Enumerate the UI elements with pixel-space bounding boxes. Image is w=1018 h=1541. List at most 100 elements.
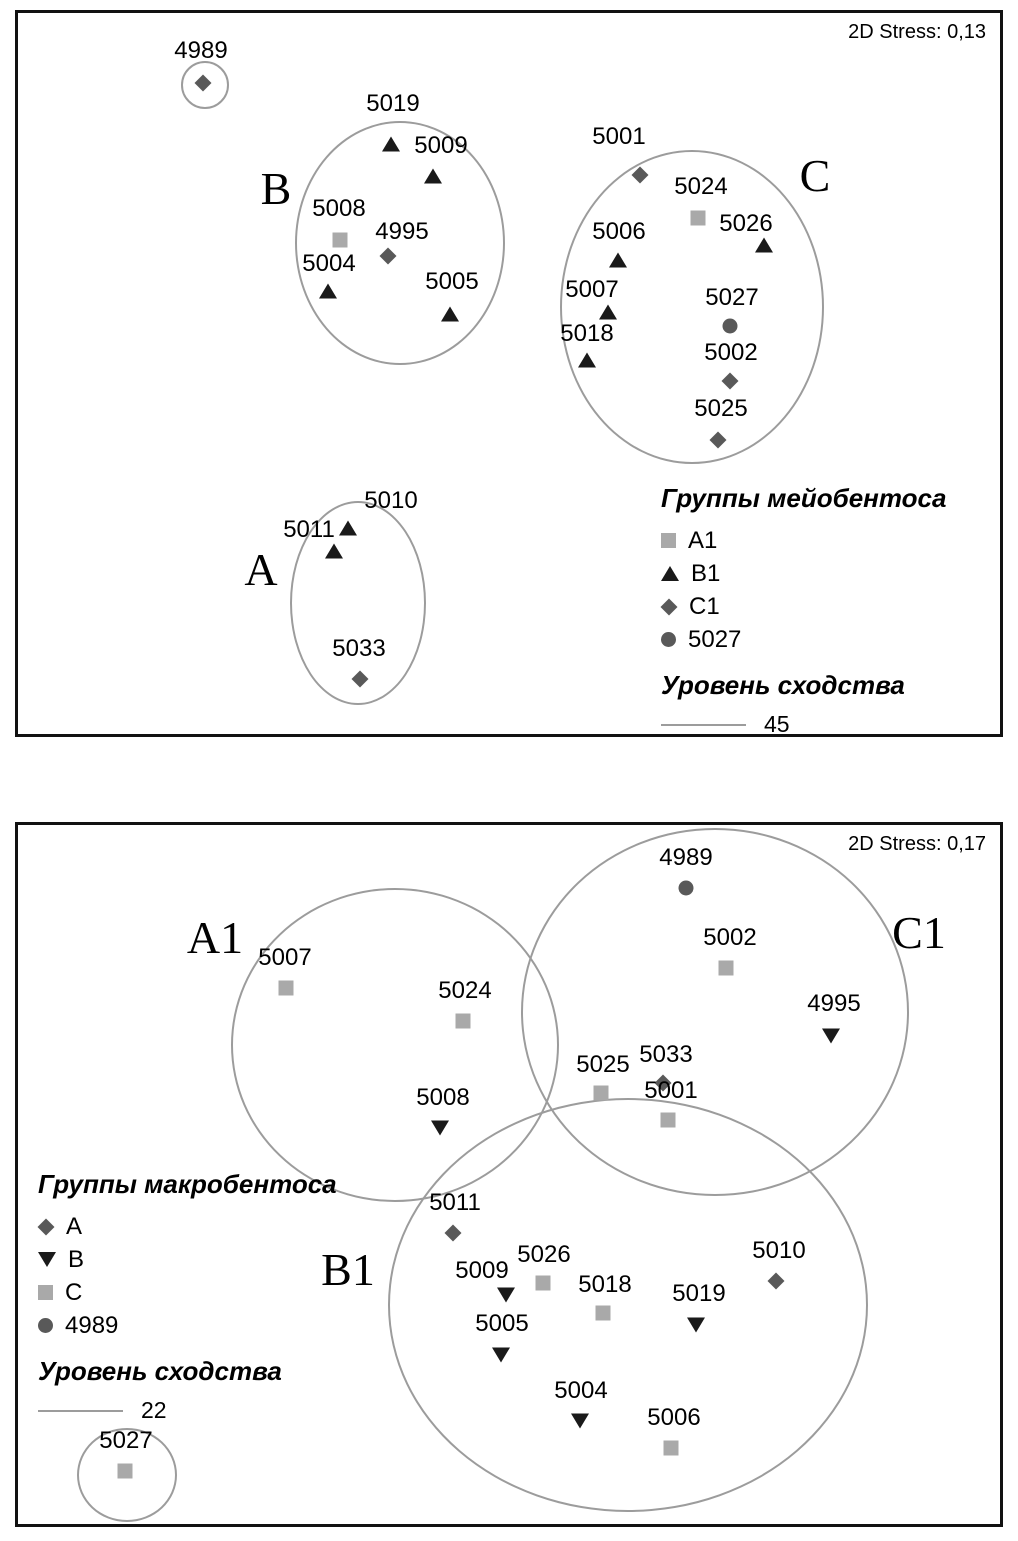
point-5010-triangle-up-icon (339, 520, 357, 536)
point-label-4989: 4989 (659, 844, 713, 871)
cluster-label-b: B (260, 163, 292, 214)
point-5004-triangle-up-icon (319, 283, 337, 299)
diamond-icon (660, 598, 678, 615)
point-5001-square-icon (660, 1112, 676, 1128)
point-label-5019: 5019 (672, 1280, 726, 1307)
cluster-label-a1: A1 (186, 912, 244, 963)
cluster-label-a: A (244, 544, 278, 595)
point-label-5019: 5019 (366, 90, 420, 117)
point-5006-triangle-up-icon (609, 252, 627, 268)
legend-item-label: C1 (689, 592, 720, 620)
similarity-row: 45 (661, 711, 946, 737)
point-label-5011: 5011 (429, 1189, 481, 1216)
point-5011-triangle-up-icon (325, 543, 343, 559)
point-4989-circle-icon (678, 880, 694, 896)
point-5008-square-icon (332, 232, 348, 248)
point-5024-square-icon (455, 1013, 471, 1029)
point-label-5010: 5010 (364, 487, 418, 514)
point-5006-square-icon (663, 1440, 679, 1456)
legend-title: Группы макробентоса (38, 1169, 337, 1199)
point-5024-square-icon (690, 210, 706, 226)
point-label-5024: 5024 (438, 977, 492, 1004)
legend-item-label: B1 (691, 559, 721, 587)
point-label-4989: 4989 (174, 37, 228, 64)
legend-item-c: C (38, 1276, 337, 1309)
point-label-5010: 5010 (752, 1237, 806, 1264)
point-label-5011: 5011 (283, 516, 335, 543)
legend-item-label: 5027 (688, 625, 742, 653)
point-5007-triangle-up-icon (599, 304, 617, 320)
point-5007-square-icon (278, 980, 294, 996)
cluster-label-c1: C1 (892, 907, 946, 958)
similarity-value: 45 (764, 711, 790, 737)
point-label-5002: 5002 (704, 339, 758, 366)
point-5005-triangle-up-icon (441, 306, 459, 322)
panel-meiobenthos-mds: 2D Stress: 0,13 B C A 4989 5019 5009 5008 4995 5… (15, 10, 1003, 737)
cluster-ellipse-5027 (77, 1428, 177, 1522)
point-5005-triangle-down-icon (492, 1347, 510, 1363)
point-label-5004: 5004 (554, 1377, 608, 1404)
point-label-4995: 4995 (375, 218, 429, 245)
point-5027-square-icon (117, 1463, 133, 1479)
point-label-5033: 5033 (639, 1041, 693, 1068)
point-label-5005: 5005 (475, 1310, 529, 1337)
point-label-5001: 5001 (592, 123, 646, 150)
legend-item-4989: 4989 (38, 1309, 337, 1342)
point-5019-triangle-down-icon (687, 1317, 705, 1333)
stress-label: 2D Stress: 0,13 (848, 21, 986, 43)
point-label-5007: 5007 (565, 276, 619, 303)
point-label-5009: 5009 (414, 132, 468, 159)
point-5019-triangle-up-icon (382, 136, 400, 152)
point-label-5009: 5009 (455, 1257, 509, 1284)
circle-icon (661, 632, 676, 647)
point-label-5018: 5018 (560, 320, 614, 347)
point-label-5027: 5027 (99, 1427, 153, 1454)
legend-item-label: 4989 (65, 1311, 119, 1339)
cluster-ellipse-a (290, 501, 426, 705)
point-5008-triangle-down-icon (431, 1120, 449, 1136)
point-label-5025: 5025 (694, 395, 748, 422)
stress-label: 2D Stress: 0,17 (848, 833, 986, 855)
legend-title: Группы мейобентоса (661, 483, 947, 513)
point-label-5008: 5008 (416, 1084, 470, 1111)
point-label-5005: 5005 (425, 268, 479, 295)
point-5018-square-icon (595, 1305, 611, 1321)
point-5026-square-icon (535, 1275, 551, 1291)
point-5004-triangle-down-icon (571, 1413, 589, 1429)
point-label-5007: 5007 (258, 944, 312, 971)
point-5018-triangle-up-icon (578, 352, 596, 368)
point-4995-triangle-down-icon (822, 1028, 840, 1044)
legend-item-label: A1 (688, 526, 718, 554)
point-label-5006: 5006 (647, 1404, 701, 1431)
similarity-value: 22 (141, 1397, 167, 1423)
legend-item-label: B (68, 1245, 85, 1273)
similarity-title: Уровень сходства (38, 1356, 282, 1386)
triangle-up-icon (661, 566, 679, 581)
point-5009-triangle-down-icon (497, 1287, 515, 1303)
legend-item-b1: B1 (661, 557, 946, 590)
legend-item-a1: A1 (661, 524, 946, 557)
point-label-5006: 5006 (592, 218, 646, 245)
circle-icon (38, 1318, 53, 1333)
point-label-5008: 5008 (312, 195, 366, 222)
point-label-5004: 5004 (302, 250, 356, 277)
point-label-5026: 5026 (719, 210, 773, 237)
point-label-5026: 5026 (517, 1241, 571, 1268)
point-5025-square-icon (593, 1085, 609, 1101)
point-5002-square-icon (718, 960, 734, 976)
point-label-5033: 5033 (332, 635, 386, 662)
point-label-5027: 5027 (705, 284, 759, 311)
cluster-ellipse-c (560, 150, 824, 464)
legend-item-5027: 5027 (661, 623, 946, 656)
point-5026-triangle-up-icon (755, 237, 773, 253)
similarity-line-icon (661, 723, 746, 726)
cluster-label-c: C (799, 150, 831, 201)
similarity-row: 22 (38, 1397, 337, 1424)
